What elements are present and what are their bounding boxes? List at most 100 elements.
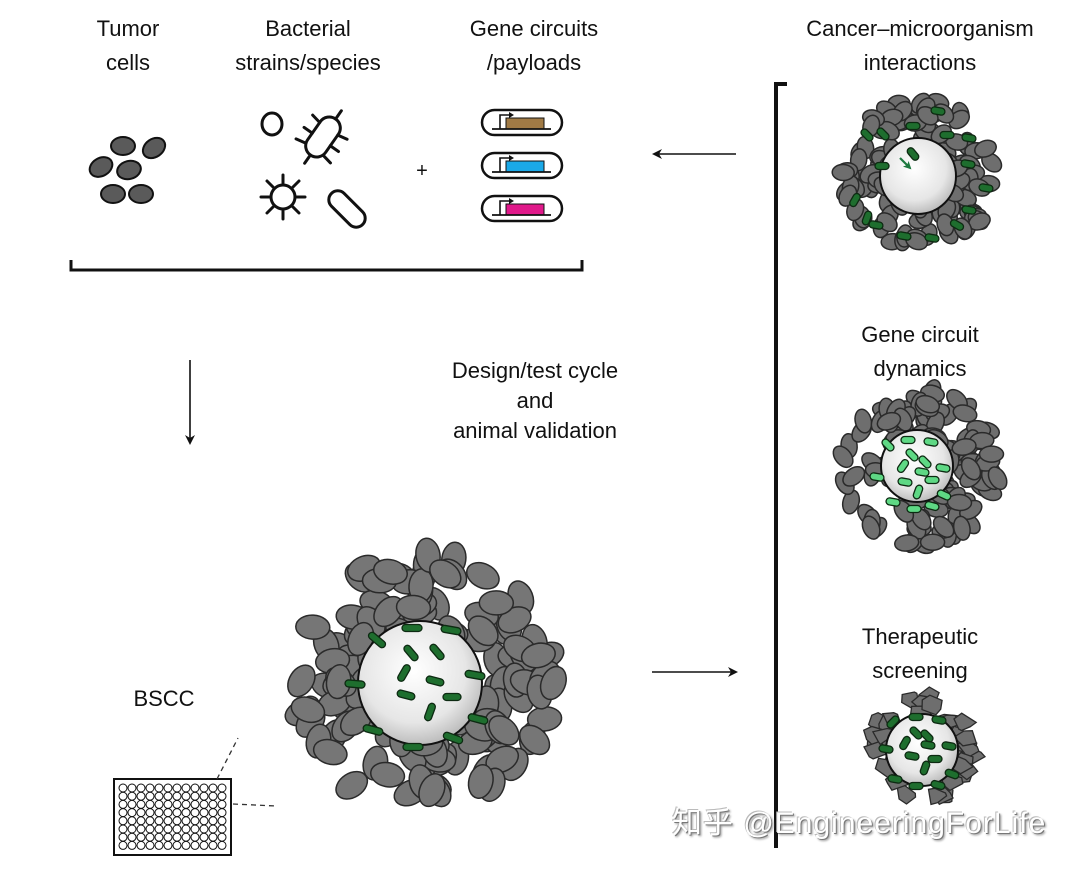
gene-circuit-dynamics-spheroid [832, 379, 1008, 555]
tumor-cell [987, 466, 1008, 491]
tumor-cell [948, 109, 971, 130]
bacteria-group [869, 435, 952, 514]
bacterium [869, 472, 885, 482]
bacterium [442, 731, 464, 745]
header-gene-circuits: Gene circuits /payloads [444, 12, 624, 80]
plasmid-icon [480, 194, 564, 223]
well [136, 824, 146, 834]
well [163, 816, 173, 826]
header-tumor-cells: Tumor cells [78, 12, 178, 80]
tumor-cell [952, 515, 971, 541]
header-line: Gene circuits [469, 16, 599, 41]
well [217, 799, 227, 809]
well [145, 824, 155, 834]
bacterium [918, 455, 932, 469]
bacterium [930, 779, 946, 791]
well [172, 783, 182, 793]
bacterium [905, 448, 919, 462]
bacterium [919, 760, 931, 776]
well [136, 791, 146, 801]
tumor-cell [915, 394, 941, 414]
header-gene-circuit-dynamics: Gene circuit dynamics [820, 318, 1020, 386]
well [217, 832, 227, 842]
tumor-cell [921, 694, 943, 716]
bscc-label: BSCC [133, 686, 195, 711]
tumor-cell [932, 515, 955, 538]
bacterium [978, 183, 994, 193]
cancer-microorganism-spheroid [831, 92, 1003, 252]
well [181, 791, 191, 801]
tumor-cell [312, 738, 348, 766]
plate-connector-line [232, 803, 277, 807]
well [127, 824, 137, 834]
plasmid-icon [480, 108, 564, 137]
therapeutic-screening-spheroid [862, 686, 987, 806]
bacterium [899, 735, 911, 751]
well [127, 799, 137, 809]
caption-line: Design/test cycle [451, 358, 619, 383]
center-caption: Design/test cycle and animal validation [405, 356, 665, 446]
well [181, 808, 191, 818]
tumor-cell [539, 665, 567, 701]
spiky-coccus-icon [259, 173, 307, 221]
tumor-cell [974, 139, 997, 158]
well [118, 840, 128, 850]
flagellated-bacillus-icon [294, 109, 349, 165]
header-line: cells [105, 50, 150, 75]
bacterium [397, 664, 411, 682]
tumor-cell [919, 533, 946, 551]
well [118, 808, 128, 818]
tumor-cell [488, 715, 520, 746]
bacterium [887, 774, 903, 784]
well [190, 832, 200, 842]
well [118, 783, 128, 793]
well [208, 808, 218, 818]
tumor-cell [295, 614, 331, 640]
bacterium [396, 689, 416, 701]
header-line: dynamics [873, 356, 967, 381]
well [154, 783, 164, 793]
bacterium [860, 128, 874, 142]
well [127, 832, 137, 842]
well [199, 783, 209, 793]
bacteria-group [878, 712, 960, 791]
well [145, 832, 155, 842]
bacterium [425, 675, 445, 687]
bacterium [881, 438, 895, 452]
well [118, 832, 128, 842]
well [172, 824, 182, 834]
necrotic-core [879, 137, 957, 215]
tumor-cell [290, 696, 326, 724]
well [181, 824, 191, 834]
tumor-cell [467, 763, 494, 800]
bacterium [961, 205, 977, 215]
well [154, 791, 164, 801]
well [181, 783, 191, 793]
well [163, 824, 173, 834]
well [190, 824, 200, 834]
caption-line: animal validation [453, 418, 617, 443]
well [154, 832, 164, 842]
well [208, 840, 218, 850]
promoter-arrow [499, 157, 510, 172]
bacterium [930, 106, 946, 116]
bacterium [861, 210, 873, 226]
header-therapeutic-screening: Therapeutic screening [820, 620, 1020, 688]
tumor-cell [467, 615, 499, 647]
bacteria-icons [259, 109, 367, 229]
bacterium [906, 504, 922, 514]
well [190, 816, 200, 826]
well [199, 832, 209, 842]
bacterium [961, 133, 977, 143]
bacterium [878, 744, 894, 754]
bacterium [905, 121, 921, 131]
well [118, 791, 128, 801]
bacterium [924, 475, 940, 485]
promoter-arrowhead [509, 112, 514, 118]
header-line: interactions [863, 50, 977, 75]
bacterium [467, 713, 489, 725]
bacterium [941, 741, 957, 751]
caption-line: and [516, 388, 554, 413]
well-plate-icon [113, 778, 232, 856]
bacterium [896, 231, 912, 241]
